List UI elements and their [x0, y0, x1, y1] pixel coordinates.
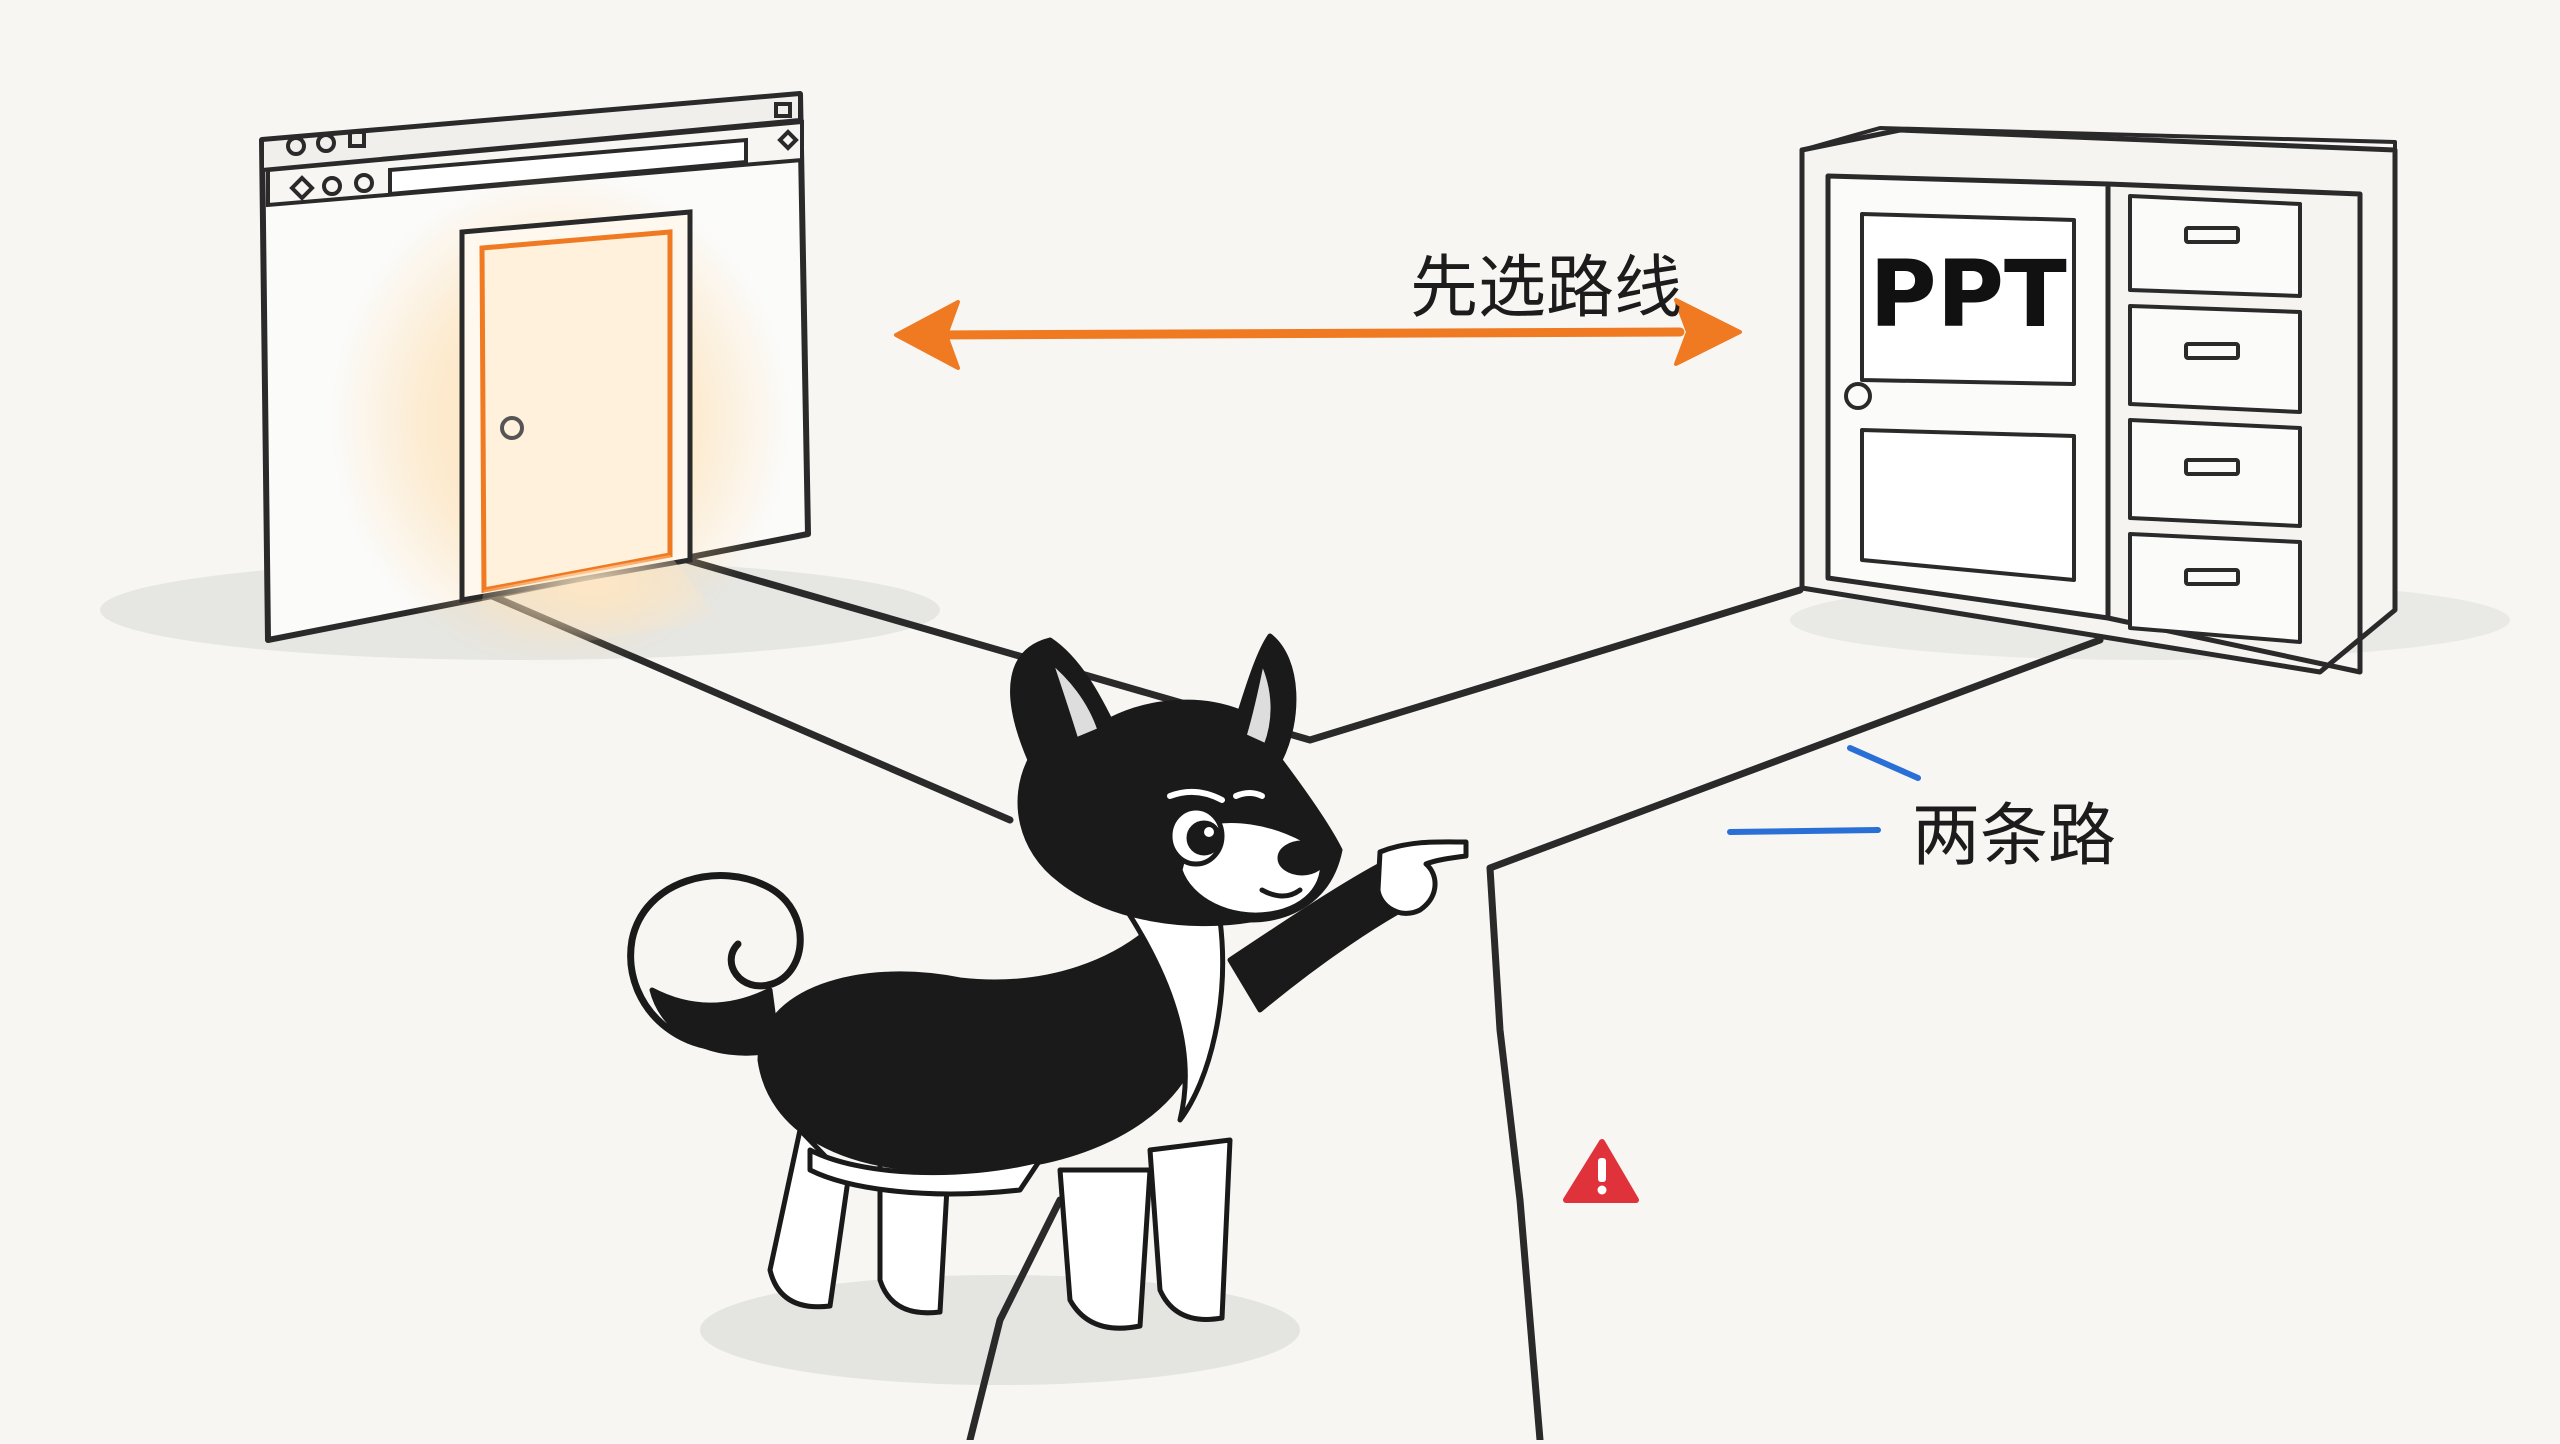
drawer-handles — [2184, 226, 2240, 586]
leader-lines — [1727, 745, 1921, 835]
window-controls — [286, 102, 792, 156]
double-arrow-icon — [894, 298, 1742, 370]
door-icon — [479, 229, 673, 594]
nav-buttons — [289, 173, 374, 201]
shiba-dog-illustration — [627, 633, 1469, 1331]
address-bar — [388, 137, 748, 197]
cabinet-door-sign — [1860, 212, 2076, 386]
file-cabinet-icon: PPT — [1799, 126, 2398, 675]
road-left-lower-edge — [966, 1196, 1064, 1444]
road-center-edge — [676, 554, 1804, 744]
warning-icon — [1563, 1139, 1639, 1203]
cabinet-door-knob — [1844, 382, 1872, 410]
two-roads-label: 两条路 — [1912, 797, 2117, 876]
browser-window-icon — [259, 91, 811, 670]
cabinet-drawers — [2128, 194, 2302, 644]
preferred-route-label: 先选路线 — [1410, 249, 1683, 328]
cabinet-door-label: PPT — [1869, 241, 2067, 348]
door-knob — [500, 416, 524, 440]
cabinet-door-lower-panel — [1860, 428, 2076, 582]
road-right-edge — [1486, 636, 2104, 1444]
door-light-spill — [470, 555, 720, 660]
